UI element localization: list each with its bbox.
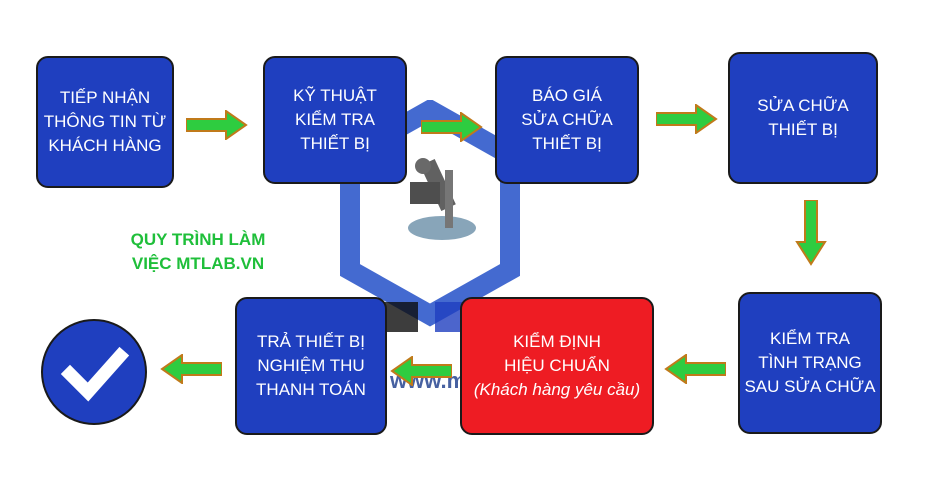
arrow-down-1 bbox=[795, 200, 827, 266]
step-repair-device: SỬA CHỮA THIẾT BỊ bbox=[728, 52, 878, 184]
step-1-line-3: KHÁCH HÀNG bbox=[48, 136, 162, 155]
step-2-line-1: KỸ THUẬT bbox=[293, 86, 377, 105]
step-5-line-2: TÌNH TRẠNG bbox=[758, 353, 862, 372]
arrow-right-2 bbox=[421, 112, 483, 142]
step-5-line-3: SAU SỬA CHỮA bbox=[744, 377, 876, 396]
title-line-2: VIỆC MTLAB.VN bbox=[131, 254, 265, 273]
step-5-line-1: KIỂM TRA bbox=[770, 329, 850, 348]
step-1-line-1: TIẾP NHẬN bbox=[59, 88, 151, 107]
step-4-line-1: SỬA CHỮA bbox=[757, 96, 849, 115]
step-6-line-2: HIỆU CHUẨN bbox=[504, 356, 610, 375]
step-4-line-2: THIẾT BỊ bbox=[768, 120, 838, 139]
step-1-line-2: THÔNG TIN TỪ bbox=[43, 112, 167, 131]
step-calibration: KIỂM ĐỊNH HIỆU CHUẨN (Khách hàng yêu cầu… bbox=[460, 297, 654, 435]
step-6-line-1: KIỂM ĐỊNH bbox=[513, 332, 601, 351]
step-post-repair-check: KIỂM TRA TÌNH TRẠNG SAU SỬA CHỮA bbox=[738, 292, 882, 434]
step-6-line-3: (Khách hàng yêu cầu) bbox=[473, 380, 641, 399]
arrow-left-2 bbox=[390, 356, 452, 386]
diagram-title: QUY TRÌNH LÀM VIỆC MTLAB.VN bbox=[88, 228, 308, 276]
step-repair-quote: BÁO GIÁ SỬA CHỮA THIẾT BỊ bbox=[495, 56, 639, 184]
step-technical-check: KỸ THUẬT KIỂM TRA THIẾT BỊ bbox=[263, 56, 407, 184]
arrow-right-1 bbox=[186, 110, 248, 140]
microscope-icon bbox=[408, 158, 476, 240]
step-return-payment: TRẢ THIẾT BỊ NGHIỆM THU THANH TOÁN bbox=[235, 297, 387, 435]
step-3-line-2: SỬA CHỮA bbox=[521, 110, 613, 129]
completion-circle bbox=[41, 319, 147, 425]
step-2-line-2: KIỂM TRA bbox=[295, 110, 375, 129]
check-icon bbox=[60, 346, 130, 402]
step-7-line-1: TRẢ THIẾT BỊ bbox=[256, 332, 365, 351]
step-3-line-1: BÁO GIÁ bbox=[532, 86, 602, 105]
step-receive-info: TIẾP NHẬN THÔNG TIN TỪ KHÁCH HÀNG bbox=[36, 56, 174, 188]
step-7-line-3: THANH TOÁN bbox=[256, 380, 366, 399]
step-2-line-3: THIẾT BỊ bbox=[300, 134, 370, 153]
arrow-right-3 bbox=[656, 104, 718, 134]
step-7-line-2: NGHIỆM THU bbox=[257, 356, 365, 375]
title-line-1: QUY TRÌNH LÀM bbox=[130, 230, 266, 249]
arrow-left-1 bbox=[664, 354, 726, 384]
arrow-left-3 bbox=[160, 354, 222, 384]
step-3-line-3: THIẾT BỊ bbox=[532, 134, 602, 153]
